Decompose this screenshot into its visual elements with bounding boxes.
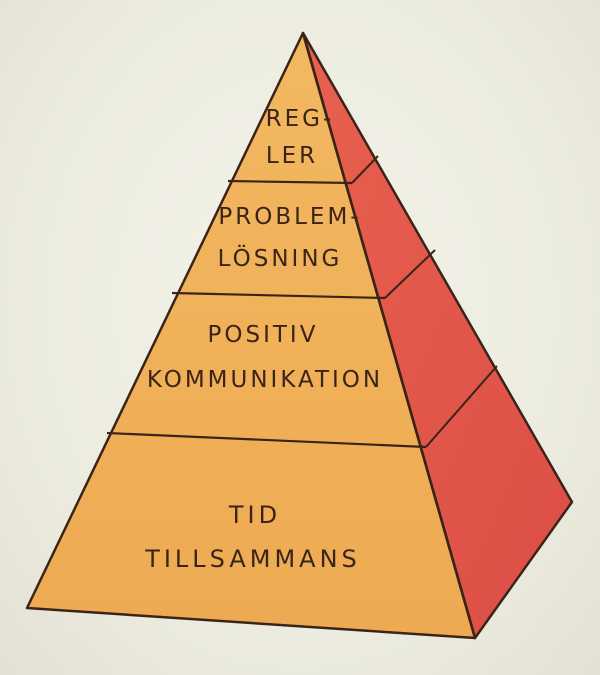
pyramid-front-edge [301, 32, 477, 639]
level-1-line-2: LER [266, 143, 318, 169]
tier-divider-2 [171, 291, 386, 300]
tier-divider-1 [227, 179, 353, 185]
level-1-line-1: REG- [266, 106, 335, 132]
level-4-line-1: TID [228, 501, 281, 529]
side-divider-1 [351, 155, 379, 184]
level-4-line-2: TILLSAMMANS [144, 545, 361, 573]
side-divider-3 [425, 365, 498, 448]
level-3-line-2: KOMMUNIKATION [147, 367, 383, 393]
tier-divider-3 [106, 431, 427, 449]
level-3-line-1: POSITIV [208, 322, 319, 348]
level-2-line-2: LÖSNING [218, 244, 343, 272]
level-2-line-1: PROBLEM- [218, 204, 361, 230]
side-divider-2 [384, 249, 436, 299]
